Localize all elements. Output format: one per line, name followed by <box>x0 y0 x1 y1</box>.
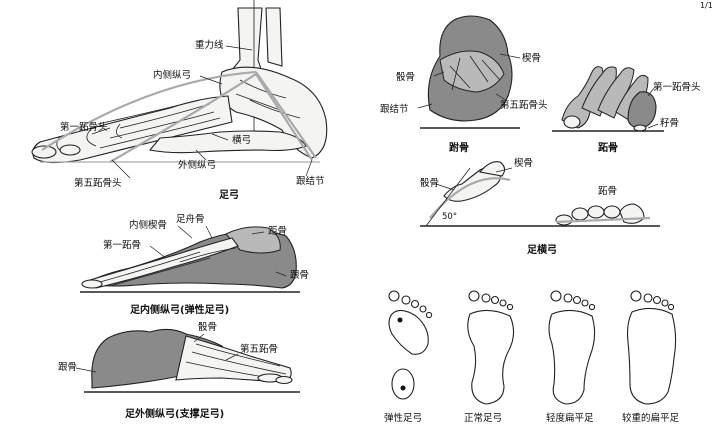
footprint-label-mild-flat: 轻度扁平足 <box>546 413 594 424</box>
label-cuneiform-top: 楔骨 <box>522 53 542 64</box>
label-first-metatarsal-head-top: 第一跖骨头 <box>653 82 701 93</box>
sublabel-metatarsals: 跖骨 <box>598 143 618 154</box>
label-cuboid-side: 骰骨 <box>420 178 440 189</box>
label-cuboid-lateral: 骰骨 <box>198 322 218 333</box>
label-medial-longitudinal-arch: 内侧纵弓 <box>153 70 192 81</box>
label-cuboid-top: 骰骨 <box>396 72 416 83</box>
metatarsal-cross-section-illustration <box>552 66 664 132</box>
label-lateral-calcaneus: 跟骨 <box>58 362 78 373</box>
caption-arch-overview: 足弓 <box>219 190 239 201</box>
transverse-arch-side-illustration <box>420 161 660 227</box>
tarsal-cross-section-illustration <box>417 15 521 129</box>
label-lateral-longitudinal-arch: 外侧纵弓 <box>178 160 217 171</box>
footprint-label-high-arch: 弹性足弓 <box>384 413 423 424</box>
caption-transverse-arch: 足横弓 <box>527 245 557 256</box>
label-cuneiform-side: 楔骨 <box>514 158 534 169</box>
label-navicular: 足舟骨 <box>176 214 205 225</box>
label-angle: 50° <box>442 212 458 222</box>
caption-medial-arch: 足内侧纵弓(弹性足弓) <box>130 305 230 316</box>
label-medial-cuneiform: 内侧楔骨 <box>129 220 168 231</box>
footprint-severe-flat <box>626 290 677 405</box>
label-first-metatarsal-head: 第一跖骨头 <box>60 122 108 133</box>
footprint-mild-flat <box>548 290 596 405</box>
label-gravity-line: 重力线 <box>195 40 224 51</box>
label-fifth-metatarsal: 第五跖骨 <box>240 344 279 355</box>
lateral-arch-illustration <box>75 328 300 393</box>
medial-arch-illustration <box>80 225 300 293</box>
label-talus: 距骨 <box>268 226 288 237</box>
sublabel-tarsals: 跗骨 <box>449 143 469 154</box>
footprint-label-severe-flat: 较重的扁平足 <box>622 413 680 424</box>
footprints-illustration <box>388 290 677 405</box>
label-transverse-arch: 横弓 <box>232 135 252 146</box>
caption-lateral-arch: 足外侧纵弓(支撑足弓) <box>125 409 225 420</box>
label-first-metatarsal: 第一跖骨 <box>103 240 142 251</box>
label-metatarsal-side: 跖骨 <box>598 186 618 197</box>
footprint-normal <box>467 290 515 405</box>
label-calcaneal-tuberosity-top: 跟结节 <box>380 104 409 115</box>
label-fifth-metatarsal-head-top: 第五跖骨头 <box>500 100 548 111</box>
arch-overview-illustration <box>31 0 328 179</box>
corner-mark: 1/1 <box>700 1 713 10</box>
footprint-label-normal: 正常足弓 <box>464 413 503 424</box>
label-fifth-metatarsal-head: 第五跖骨头 <box>74 178 122 189</box>
label-sesamoid: 籽骨 <box>660 118 680 129</box>
label-medial-calcaneus: 跟骨 <box>290 270 310 281</box>
label-calcaneal-tuberosity: 跟结节 <box>296 176 325 187</box>
footprint-high-arch <box>388 290 433 400</box>
